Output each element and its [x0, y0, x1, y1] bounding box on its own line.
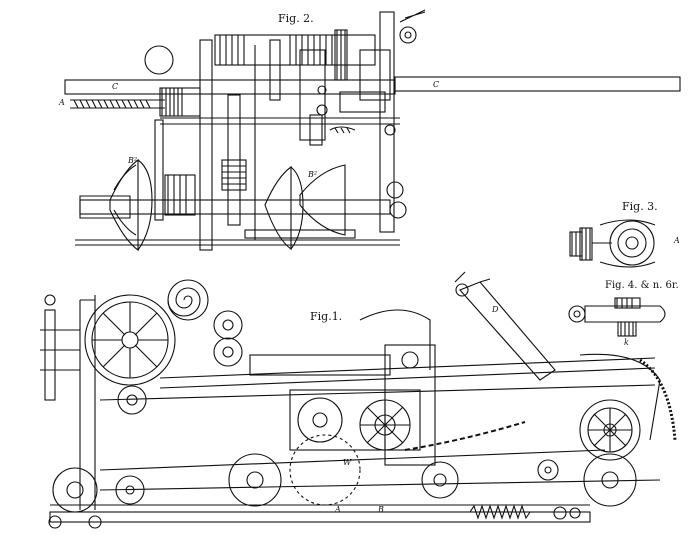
right-spoked-wheel [579, 399, 641, 461]
drive-chain [404, 421, 526, 451]
cone-pulley-left [109, 158, 153, 252]
fig1-drawing [40, 271, 677, 529]
shaft-c-right [394, 76, 681, 92]
big-gear-wheel [84, 294, 176, 386]
fig2-drawing [64, 9, 681, 252]
label-w: W [343, 458, 352, 467]
lower-left-wheel [52, 467, 98, 513]
spiral-spring [167, 279, 209, 321]
label-b2-right: B² [308, 170, 318, 179]
fig1-caption: Fig.1. [310, 310, 343, 323]
fig4-drawing [568, 297, 666, 337]
lower-shaft [75, 174, 407, 246]
label-c-right: C [433, 80, 440, 89]
label-k-fig4: k [624, 338, 629, 347]
label-b-bottom: B [378, 505, 384, 514]
label-c-left: C [112, 82, 119, 91]
base-rail [49, 511, 591, 523]
gear-train [159, 9, 426, 251]
label-a-fig3: A [674, 236, 680, 245]
label-d: D [492, 305, 499, 314]
fig4-caption: Fig. 4. & n. 6r. [605, 280, 679, 291]
fig3-drawing [569, 219, 656, 268]
label-a-fig2: A [59, 98, 65, 107]
vertical-drive [144, 45, 247, 226]
fig3-caption: Fig. 3. [622, 200, 658, 213]
fig2-caption: Fig. 2. [278, 12, 314, 25]
slanted-post [459, 281, 556, 381]
label-b2-left: B² [128, 156, 138, 165]
cone-pulley-right [264, 164, 346, 251]
tension-spring [469, 504, 531, 520]
feed-screw [70, 99, 165, 109]
label-a-bottom: A [335, 505, 341, 514]
